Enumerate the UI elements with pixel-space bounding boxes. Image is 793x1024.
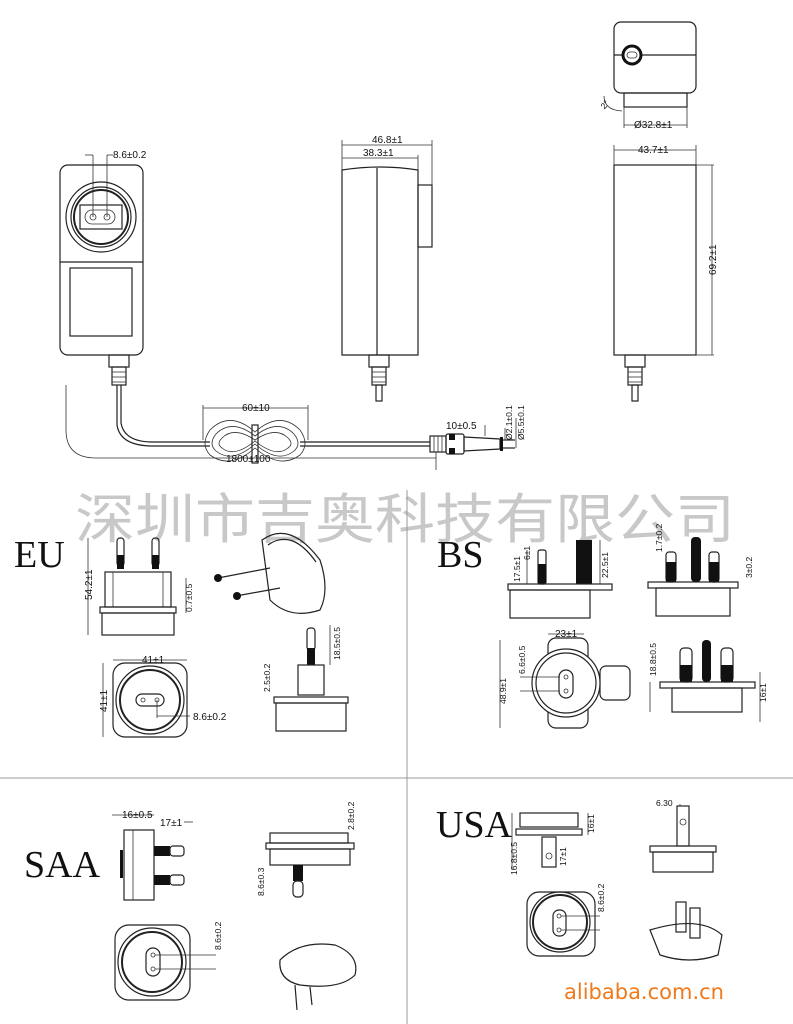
bs-dim-pin-height-b: 22.5±1 [600,552,610,578]
bs-dim-pin-spacing: 6.6±0.5 [517,645,527,674]
saa-dim-flange: 2.8±0.2 [346,801,356,830]
dim-back-width: 43.7±1 [638,145,669,156]
saa-dim-width: 16±0.5 [122,810,153,821]
eu-label: EU [14,534,65,576]
usa-dim-pin-length: 17±1 [558,847,568,866]
usa-label: USA [436,804,513,846]
dim-back-height: 69.2±1 [708,244,719,275]
eu-dim-flange2: 2.5±0.2 [262,663,272,692]
dim-plug-length: 10±0.5 [446,421,477,432]
eu-dim-pin-spacing: 8.6±0.2 [193,712,227,723]
dim-side-width-inner: 38.3±1 [363,148,394,159]
dim-top-angle: 2° [598,98,611,111]
dim-cable-coil: 60±10 [242,403,270,414]
bs-dim-depth: 18.8±0.5 [648,643,658,676]
bs-dim-top-gap: 1.7±0.2 [654,523,664,552]
alibaba-brand-text: alibaba.com.cn [564,980,724,1004]
eu-dim-flange: 0.7±0.5 [184,583,194,612]
dim-front-pin-spacing: 8.6±0.2 [113,150,147,161]
bs-dim-pin-height-a: 17.5±1 [512,556,522,582]
bs-dim-pin-width: 6±1 [522,546,532,560]
section-saa: SAA 16±0.5 17±1 2.8±0.2 8.6±0.3 8.6±0.2 [24,801,357,1011]
dim-side-width-outer: 46.8±1 [372,135,403,146]
eu-dim-height: 54.2±1 [84,569,95,600]
company-watermark: 深圳市吉奥科技有限公司 [75,488,735,551]
usa-dim-pin-width: 6.30 [656,798,673,808]
dim-cable-length: 1800±100 [226,454,271,465]
bs-dim-height: 48.9±1 [498,678,508,704]
saa-label: SAA [24,844,101,886]
eu-dim-pin-length: 18.5±0.5 [332,627,342,660]
adapter-back-view: 43.7±1 69.2±1 [613,145,719,402]
dim-plug-inner-diameter: Ø2.1±0.1 [504,405,514,440]
eu-dim-depth: 41±1 [99,689,110,712]
bs-dim-width: 23±1 [555,629,578,640]
usa-dim-pin-spacing: 8.6±0.2 [596,883,606,912]
eu-dim-width: 41±1 [142,655,165,666]
adapter-front-view: 8.6±0.2 [59,150,147,386]
saa-dim-offset: 8.6±0.3 [256,867,266,896]
bs-dim-base: 16±1 [758,683,768,702]
bs-dim-flange: 3±0.2 [744,557,754,578]
section-eu: EU 54.2±1 0.7±0.5 41±1 41±1 8.6±0.2 [14,532,349,738]
saa-dim-pin-spacing: 8.6±0.2 [213,921,223,950]
bs-label: BS [437,534,483,576]
adapter-side-view: 46.8±1 38.3±1 [341,135,433,402]
section-bs: BS 17.5±1 6±1 22.5±1 1.7±0.2 3±0.2 23±1 … [437,523,768,729]
dc-cable: 60±10 1800±100 10±0.5 Ø2.1±0.1 Ø5.5±0.1 [65,385,526,470]
saa-dim-pin-length: 17±1 [160,818,183,829]
section-usa: USA 16.8±0.5 16±1 17±1 6.30 8.6±0.2 [436,798,723,961]
dim-plug-outer-diameter: Ø5.5±0.1 [516,405,526,440]
adapter-top-view: Ø32.8±1 2° [598,21,697,131]
usa-dim-height: 16.8±0.5 [509,842,519,875]
usa-dim-base: 16±1 [586,814,596,833]
dim-top-diameter: Ø32.8±1 [634,120,673,131]
